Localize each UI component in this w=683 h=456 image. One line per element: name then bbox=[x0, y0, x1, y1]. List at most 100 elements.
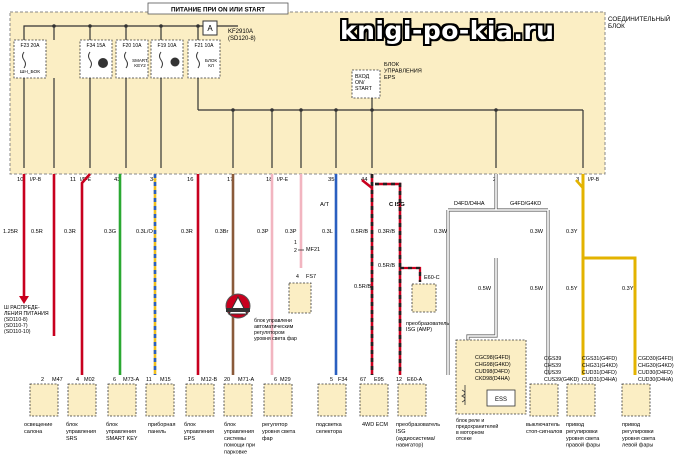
relay-code-1: CGC98(G4FD) bbox=[475, 355, 511, 361]
label-at: A/T bbox=[320, 202, 329, 208]
brand-logo bbox=[225, 293, 251, 319]
bottom-pin-9: 67 bbox=[360, 377, 366, 383]
wire-label-14: 0.5R/B bbox=[354, 284, 371, 290]
wire-label-4: 0.3G bbox=[104, 229, 116, 235]
power-dist-label: Ш РАСПРЕДЕ-ЛЕНИЯ ПИТАНИЯ(SD110-8)(SD110-… bbox=[4, 305, 49, 335]
label-c-isg: C ISG bbox=[389, 202, 405, 208]
bottom-pin-4: 11 bbox=[146, 377, 152, 383]
right-head-code-2: CHG31(G4KD) bbox=[582, 363, 618, 369]
gauge-icon bbox=[170, 57, 180, 67]
bottom-pin-1: 2 bbox=[41, 377, 44, 383]
wire-label-18: 0.3W bbox=[530, 229, 544, 235]
bottom-label-9: 4WD ECM bbox=[362, 422, 388, 428]
bottom-conn-9: E95 bbox=[374, 377, 384, 383]
right-head-code-1: CGS31(G4FD) bbox=[582, 356, 617, 362]
site-watermark: knigi-po-kia.ru bbox=[340, 16, 555, 45]
bottom-pin-5: 16 bbox=[188, 377, 194, 383]
junction-label-1: СОЕДИНИТЕЛЬНЫЙ bbox=[608, 14, 671, 23]
wire-label-5: 0.3L/O bbox=[136, 229, 153, 235]
bottom-conn-2: M02 bbox=[84, 377, 95, 383]
bottom-conn-8: F34 bbox=[338, 377, 347, 383]
bottom-conn-1: M47 bbox=[52, 377, 63, 383]
left-head-code-2: CHG30(G4KD) bbox=[638, 363, 674, 369]
pin-11: 11 bbox=[70, 177, 76, 183]
junction-block bbox=[9, 11, 606, 175]
bottom-conn-7: M29 bbox=[280, 377, 291, 383]
ess-box bbox=[486, 389, 516, 407]
bottom-pin-7: 6 bbox=[274, 377, 277, 383]
bottom-pin-10: 12 bbox=[396, 377, 402, 383]
fuse-4: F19 10A bbox=[150, 39, 184, 79]
fuse-5-rating: F21 10A bbox=[195, 43, 215, 49]
eps-input-box bbox=[351, 69, 381, 99]
wire-label-15: 0.3W bbox=[434, 229, 448, 235]
stop-code-1: CGS39 bbox=[544, 356, 561, 362]
wire-label-16: 0.5W bbox=[478, 286, 492, 292]
pin-18: 18 bbox=[266, 177, 272, 183]
left-head-code-4: CUD30(D4HA) bbox=[638, 377, 673, 383]
label-fs7: FS7 bbox=[306, 274, 316, 280]
pin-34: 34 bbox=[150, 177, 157, 183]
wire-label-2: 0.5R bbox=[31, 229, 43, 235]
fuse-2: F34 15A bbox=[79, 39, 113, 79]
svg-text:1: 1 bbox=[294, 240, 297, 246]
svg-text:2: 2 bbox=[294, 248, 297, 254]
wire-label-21: 0.3Y bbox=[622, 286, 634, 292]
bottom-conn-6: M71-A bbox=[238, 377, 255, 383]
pin-43: 43 bbox=[114, 177, 120, 183]
junction-label-2: БЛОК bbox=[608, 23, 625, 30]
left-head-code-1: CGD30(G4FD) bbox=[638, 356, 674, 362]
left-head-code-3: CUD30(D4FD) bbox=[638, 370, 673, 376]
bottom-pin-2: 4 bbox=[76, 377, 79, 383]
relay-a-label: A bbox=[207, 24, 213, 33]
svg-text:4: 4 bbox=[296, 274, 299, 280]
relay-code-3: CUD98(D4FD) bbox=[475, 369, 510, 375]
wire-label-9: 0.3P bbox=[285, 229, 297, 235]
wire-label-8: 0.3P bbox=[257, 229, 269, 235]
wire-label-12: 0.3R/B bbox=[378, 229, 395, 235]
wire-label-13: 0.5R/B bbox=[378, 263, 395, 269]
wire-label-7: 0.3Br bbox=[215, 229, 229, 235]
pin-10: 10 bbox=[17, 177, 23, 183]
wire-label-3: 0.3R bbox=[64, 229, 76, 235]
bottom-conn-5: M12-B bbox=[201, 377, 218, 383]
fuse-1-name: ШН_БОК bbox=[20, 69, 40, 75]
pin-17: 17 bbox=[227, 177, 233, 183]
right-head-code-4: CUD31(D4HA) bbox=[582, 377, 617, 383]
stop-code-3: CUS39 bbox=[544, 370, 561, 376]
bottom-pin-3: 6 bbox=[113, 377, 116, 383]
wire-label-6: 0.3R bbox=[181, 229, 193, 235]
label-d4fd-d4ha: D4FD/D4HA bbox=[454, 201, 485, 207]
label-mf21: MF21 bbox=[306, 247, 320, 253]
pin-conn-ipe-2: I/P-E bbox=[277, 177, 289, 183]
right-head-code-3: CUD31(D4FD) bbox=[582, 370, 617, 376]
pin-16: 16 bbox=[187, 177, 193, 183]
power-label-box bbox=[147, 2, 289, 15]
wire-label-17: 0.5W bbox=[530, 286, 544, 292]
bottom-pin-8: 5 bbox=[330, 377, 333, 383]
stop-code-2: CHS39 bbox=[544, 363, 561, 369]
bottom-pin-6: 20 bbox=[224, 377, 230, 383]
label-g4fd-g4kd: G4FD/G4KD bbox=[510, 201, 541, 207]
fuse-1: F23 20A ШН_БОК bbox=[13, 39, 47, 79]
fuse-4-rating: F19 10A bbox=[158, 43, 178, 49]
relay-code-2: CHG98(G4KD) bbox=[475, 362, 511, 368]
